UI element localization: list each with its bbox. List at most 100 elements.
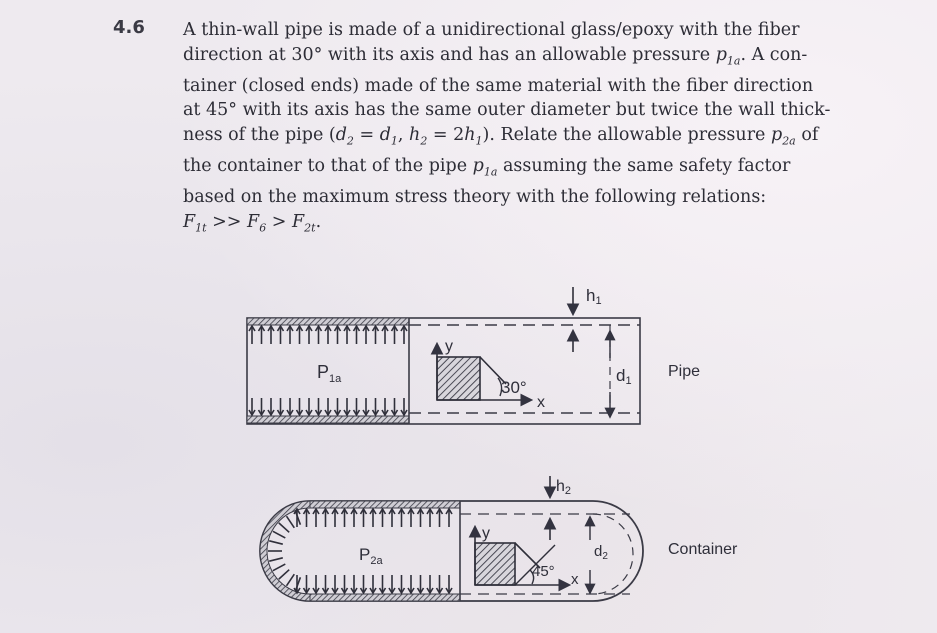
pipe-pressure-arrow-head: [314, 324, 323, 332]
container-pressure-arrow-head: [397, 587, 406, 595]
container-pressure-arrow-head: [388, 587, 396, 595]
container-pressure-arrow-head: [416, 507, 425, 515]
container-pressure-arrows-top: [293, 507, 453, 527]
container-pressure-arrow-head: [331, 507, 339, 515]
problem-line-2-text: direction at 30° with its axis and has a…: [183, 44, 716, 65]
container-pressure-arrow-head: [445, 587, 453, 595]
problem-statement: A thin-wall pipe is made of a unidirecti…: [183, 18, 873, 241]
pipe-drawing: P1a y x 30° h1 d1 Pipe: [246, 286, 700, 425]
container-cap-pressure-arrow: [294, 511, 302, 525]
problem-line-2: direction at 30° with its axis and has a…: [183, 43, 873, 74]
pipe-thickness-label: h1: [586, 286, 602, 307]
container-pressure-arrow-head: [359, 587, 368, 595]
pipe-pressure-arrow-head: [314, 409, 323, 417]
problem-line-1: A thin-wall pipe is made of a unidirecti…: [183, 20, 800, 40]
pipe-pressure-arrow-head: [371, 324, 380, 332]
pipe-x-label: x: [537, 394, 545, 411]
pipe-pressure-arrow-head: [381, 324, 389, 332]
container-pressure-arrow-head: [378, 587, 387, 595]
container-pressure-arrow-head: [350, 587, 358, 595]
pipe-pressure-arrow-head: [381, 409, 389, 417]
pipe-pressure-arrow-head: [257, 409, 266, 417]
container-x-label: x: [571, 571, 579, 588]
pipe-pressure-arrow-head: [324, 409, 332, 417]
pipe-caption: Pipe: [668, 363, 700, 380]
container-pressure-arrow-head: [321, 587, 330, 595]
symbol-p1a: p1a: [715, 44, 741, 68]
pipe-pressure-arrow-head: [352, 324, 361, 332]
container-right-inner-dashed: [592, 513, 634, 595]
container-thickness-label: h2: [556, 478, 571, 497]
container-pressure-arrow-head: [426, 507, 434, 515]
pipe-pressure-arrow-head: [371, 409, 380, 417]
pipe-angle-label: 30°: [501, 378, 527, 397]
pipe-pressure-arrow-head: [333, 324, 342, 332]
container-pressure-arrow-head: [388, 507, 396, 515]
pipe-pressure-arrow-head: [333, 409, 342, 417]
pipe-pressure-arrow-head: [343, 324, 351, 332]
container-pressure-arrow-head: [378, 507, 387, 515]
pipe-y-label: y: [445, 338, 453, 355]
container-pressure-arrow-head: [293, 587, 301, 595]
pipe-pressure-arrow-head: [305, 409, 313, 417]
pipe-pressure-arrow-head: [400, 409, 408, 417]
pipe-pressure-arrow-head: [295, 324, 304, 332]
container-outline: [259, 500, 644, 602]
pipe-pressure-arrow-head: [267, 324, 275, 332]
container-pressure-arrow-head: [321, 507, 330, 515]
problem-line-6: the container to that of the pipe p1a as…: [183, 154, 873, 185]
pipe-pressure-arrow-head: [295, 409, 304, 417]
container-angle-label: 45°: [532, 563, 555, 580]
equation-d2: d2: [335, 124, 354, 148]
container-pressure-arrow-head: [359, 507, 368, 515]
container-cap-pressure-arrow: [272, 563, 286, 572]
pipe-pressure-arrow-head: [362, 409, 370, 417]
container-pressure-arrow-head: [369, 587, 377, 595]
container-fiber-direction-2: [514, 544, 556, 586]
equation-h2: h2: [409, 124, 428, 148]
strength-relation: F1t >> F6 > F2t.: [183, 211, 322, 235]
container-y-label: y: [482, 525, 490, 542]
problem-number: 4.6: [113, 17, 145, 38]
pipe-fiber-element: [436, 356, 481, 401]
pipe-pressure-arrow-head: [286, 324, 294, 332]
pipe-pressure-arrow-head: [324, 324, 332, 332]
pipe-pressure-arrow-head: [390, 324, 399, 332]
container-pressure-arrows-bottom: [293, 575, 453, 595]
container-pressure-arrow-head: [397, 507, 406, 515]
pipe-pressure-arrow-head: [248, 324, 256, 332]
container-caption: Container: [668, 541, 738, 558]
pipe-pressure-arrows-top: [248, 324, 408, 344]
container-pressure-arrow-head: [331, 587, 339, 595]
container-pressure-arrow-head: [293, 507, 301, 515]
container-cap-pressure-arrow: [269, 557, 283, 562]
pipe-pressure-arrow-head: [400, 324, 408, 332]
container-pressure-arrow-head: [350, 507, 358, 515]
container-top-wall: [309, 500, 461, 509]
container-bottom-wall: [309, 593, 461, 602]
pipe-top-wall: [246, 317, 410, 326]
container-pressure-label: P2a: [359, 545, 383, 567]
strength-f6: F6: [247, 211, 267, 235]
container-left-cap-wall: [259, 500, 311, 602]
pipe-fiber-direction: [479, 356, 507, 385]
pipe-diameter-label: d1: [616, 366, 632, 387]
pipe-angle-arc: [497, 377, 503, 397]
container-pressure-arrow-head: [416, 587, 425, 595]
pipe-pressure-arrow-head: [286, 409, 294, 417]
container-fiber-element: [474, 542, 516, 586]
pipe-outline: [246, 317, 641, 425]
pipe-pressure-arrow-head: [390, 409, 399, 417]
container-pressure-arrow-head: [340, 507, 349, 515]
pipe-pressure-arrow-head: [257, 324, 266, 332]
container-drawing: P2a y x 45° h2 d2 Container: [259, 476, 738, 602]
problem-line-5-tail: ). Relate the allowable pressure: [482, 124, 771, 145]
container-pressure-arrow-head: [312, 587, 320, 595]
container-cap-pressure-arrow: [294, 577, 302, 591]
container-pressure-arrow-head: [312, 507, 320, 515]
pipe-pressure-arrow-head: [343, 409, 351, 417]
problem-line-6-text: the container to that of the pipe: [183, 155, 473, 176]
container-pressure-arrow-head: [302, 507, 311, 515]
container-cap-pressure-arrow: [272, 530, 286, 539]
strength-f1t: F1t: [183, 211, 207, 235]
